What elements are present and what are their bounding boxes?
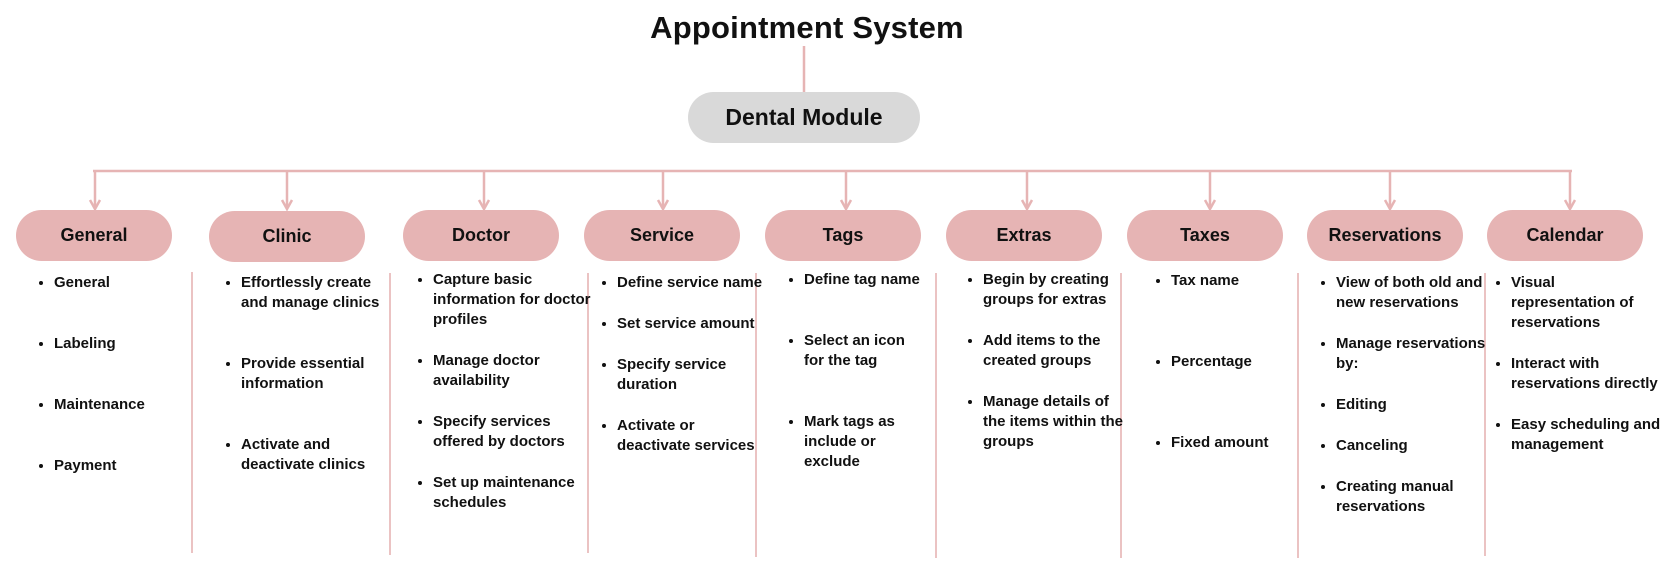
extras-feature-list: Begin by creating groups for extras Add …: [963, 270, 1131, 452]
feature-item: Specify service duration: [617, 355, 767, 395]
feature-item: Define tag name: [804, 270, 922, 290]
category-clinic: Clinic: [209, 211, 365, 262]
branch-arrow: [88, 199, 102, 212]
category-extras: Extras: [946, 210, 1102, 261]
category-doctor: Doctor: [403, 210, 559, 261]
branch-arrow: [477, 199, 491, 212]
feature-item: Specify services offered by doctors: [433, 412, 591, 452]
feature-item: Manage doctor availability: [433, 351, 591, 391]
feature-item: Easy scheduling and management: [1511, 415, 1661, 455]
feature-item: Percentage: [1171, 352, 1311, 372]
branch-arrow: [839, 199, 853, 212]
feature-item: Editing: [1336, 395, 1488, 415]
category-reservations: Reservations: [1307, 210, 1463, 261]
feature-item: Maintenance: [54, 395, 199, 415]
feature-item: View of both old and new reservations: [1336, 273, 1488, 313]
general-feature-list: General Labeling Maintenance Payment: [34, 273, 199, 476]
feature-item: Activate and deactivate clinics: [241, 435, 394, 475]
taxes-feature-list: Tax name Percentage Fixed amount: [1151, 271, 1311, 453]
feature-item: Activate or deactivate services: [617, 416, 767, 456]
feature-item: Payment: [54, 456, 199, 476]
category-service: Service: [584, 210, 740, 261]
dental-module-node: Dental Module: [688, 92, 920, 143]
feature-item: Effortlessly create and manage clinics: [241, 273, 394, 313]
feature-item: Visual representation of reservations: [1511, 273, 1661, 333]
doctor-feature-list: Capture basic information for doctor pro…: [413, 270, 591, 513]
feature-item: Manage reservations by:: [1336, 334, 1488, 374]
feature-item: Select an icon for the tag: [804, 331, 922, 371]
feature-item: Labeling: [54, 334, 199, 354]
category-calendar: Calendar: [1487, 210, 1643, 261]
feature-item: General: [54, 273, 199, 293]
branch-arrow: [656, 199, 670, 212]
reservations-feature-list: View of both old and new reservations Ma…: [1316, 273, 1488, 517]
service-feature-list: Define service name Set service amount S…: [597, 273, 767, 456]
feature-item: Creating manual reservations: [1336, 477, 1488, 517]
tags-feature-list: Define tag name Select an icon for the t…: [784, 270, 922, 472]
feature-item: Interact with reservations directly: [1511, 354, 1661, 394]
branch-arrow: [1383, 199, 1397, 212]
clinic-feature-list: Effortlessly create and manage clinics P…: [221, 273, 394, 475]
branch-arrow: [1563, 199, 1577, 212]
diagram-title: Appointment System: [650, 10, 964, 45]
feature-item: Set service amount: [617, 314, 767, 334]
feature-item: Canceling: [1336, 436, 1488, 456]
branch-arrow: [1020, 199, 1034, 212]
feature-item: Manage details of the items within the g…: [983, 392, 1131, 452]
branch-arrow: [280, 199, 294, 212]
branch-arrow: [1203, 199, 1217, 212]
calendar-feature-list: Visual representation of reservations In…: [1491, 273, 1661, 455]
feature-item: Capture basic information for doctor pro…: [433, 270, 591, 330]
feature-item: Set up maintenance schedules: [433, 473, 591, 513]
feature-item: Mark tags as include or exclude: [804, 412, 922, 472]
feature-item: Fixed amount: [1171, 433, 1311, 453]
category-general: General: [16, 210, 172, 261]
feature-item: Tax name: [1171, 271, 1311, 291]
feature-item: Add items to the created groups: [983, 331, 1131, 371]
category-taxes: Taxes: [1127, 210, 1283, 261]
feature-item: Provide essential information: [241, 354, 394, 394]
feature-item: Begin by creating groups for extras: [983, 270, 1131, 310]
feature-item: Define service name: [617, 273, 767, 293]
category-tags: Tags: [765, 210, 921, 261]
